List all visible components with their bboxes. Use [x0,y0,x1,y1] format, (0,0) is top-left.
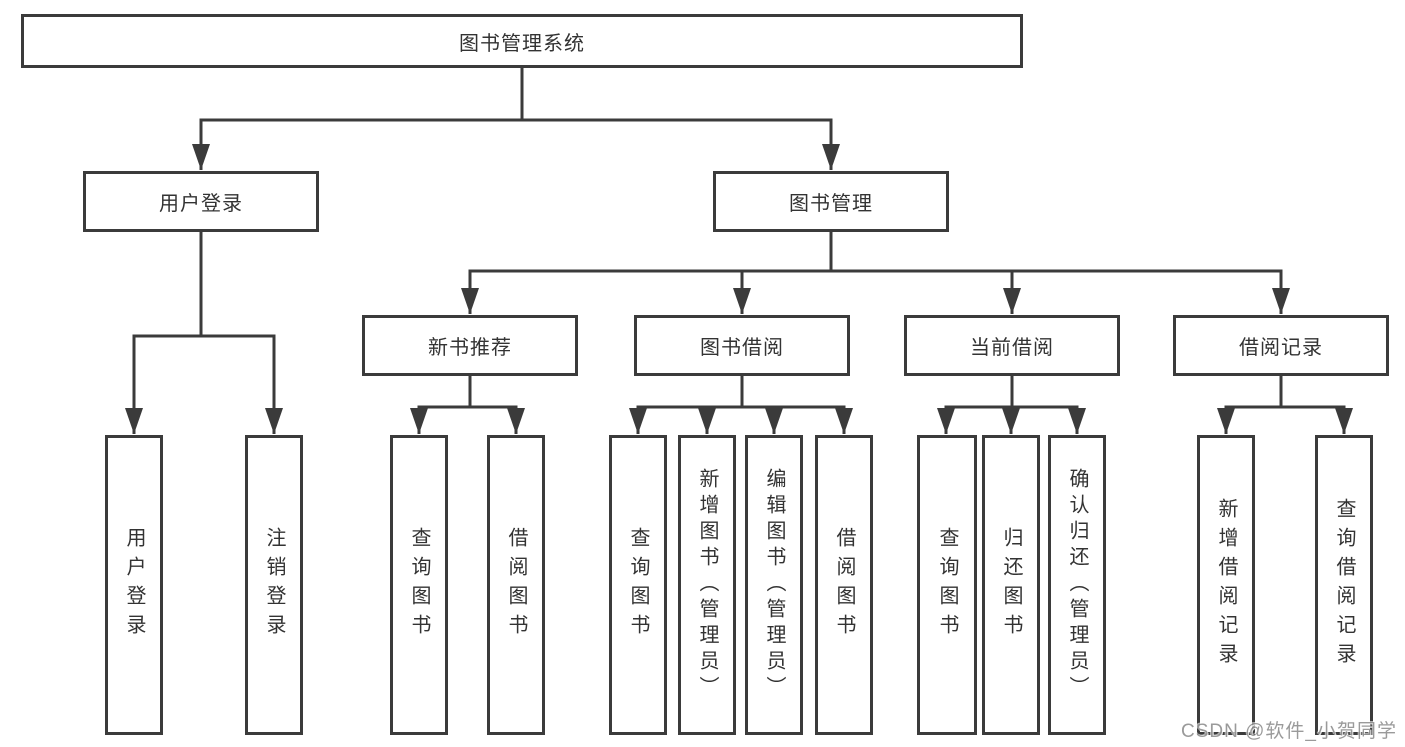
node-borrow-records-label: 借阅记录 [1239,337,1323,359]
leaf-current-confirm-admin-label: 确认归还（管理员） [1066,468,1088,702]
node-book-borrow: 图书借阅 [634,315,850,376]
leaf-borrow-query-label: 查询图书 [627,527,649,643]
node-new-book-recommend: 新书推荐 [362,315,578,376]
leaf-current-query-label: 查询图书 [936,527,958,643]
leaf-current-return-label: 归还图书 [1000,527,1022,643]
leaf-borrow-edit-admin: 编辑图书（管理员） [745,435,803,735]
node-current-borrow-label: 当前借阅 [970,337,1054,359]
node-book-management-label: 图书管理 [789,193,873,215]
leaf-borrow-add-admin: 新增图书（管理员） [678,435,736,735]
leaf-user-login-label: 用户登录 [123,527,145,643]
node-book-management: 图书管理 [713,171,949,232]
node-borrow-records: 借阅记录 [1173,315,1389,376]
node-current-borrow: 当前借阅 [904,315,1120,376]
leaf-records-query: 查询借阅记录 [1315,435,1373,735]
node-root-label: 图书管理系统 [459,32,585,55]
leaf-borrow-borrow-label: 借阅图书 [833,527,855,643]
leaf-borrow-edit-admin-label: 编辑图书（管理员） [763,468,785,702]
leaf-borrow-borrow: 借阅图书 [815,435,873,735]
leaf-newbooks-borrow: 借阅图书 [487,435,545,735]
leaf-borrow-add-admin-label: 新增图书（管理员） [696,468,718,702]
node-root: 图书管理系统 [21,14,1023,68]
node-new-book-recommend-label: 新书推荐 [428,337,512,359]
leaf-current-confirm-admin: 确认归还（管理员） [1048,435,1106,735]
node-book-borrow-label: 图书借阅 [700,337,784,359]
leaf-user-login: 用户登录 [105,435,163,735]
node-user-login-label: 用户登录 [159,193,243,215]
leaf-current-query: 查询图书 [917,435,977,735]
leaf-newbooks-borrow-label: 借阅图书 [505,527,527,643]
leaf-logout: 注销登录 [245,435,303,735]
leaf-records-add: 新增借阅记录 [1197,435,1255,735]
leaf-current-return: 归还图书 [982,435,1040,735]
leaf-newbooks-query-label: 查询图书 [408,527,430,643]
leaf-records-add-label: 新增借阅记录 [1215,498,1237,672]
leaf-borrow-query: 查询图书 [609,435,667,735]
leaf-newbooks-query: 查询图书 [390,435,448,735]
leaf-records-query-label: 查询借阅记录 [1333,498,1355,672]
csdn-watermark: CSDN @软件_小贺同学 [1181,721,1397,742]
node-user-login: 用户登录 [83,171,319,232]
leaf-logout-label: 注销登录 [263,527,285,643]
